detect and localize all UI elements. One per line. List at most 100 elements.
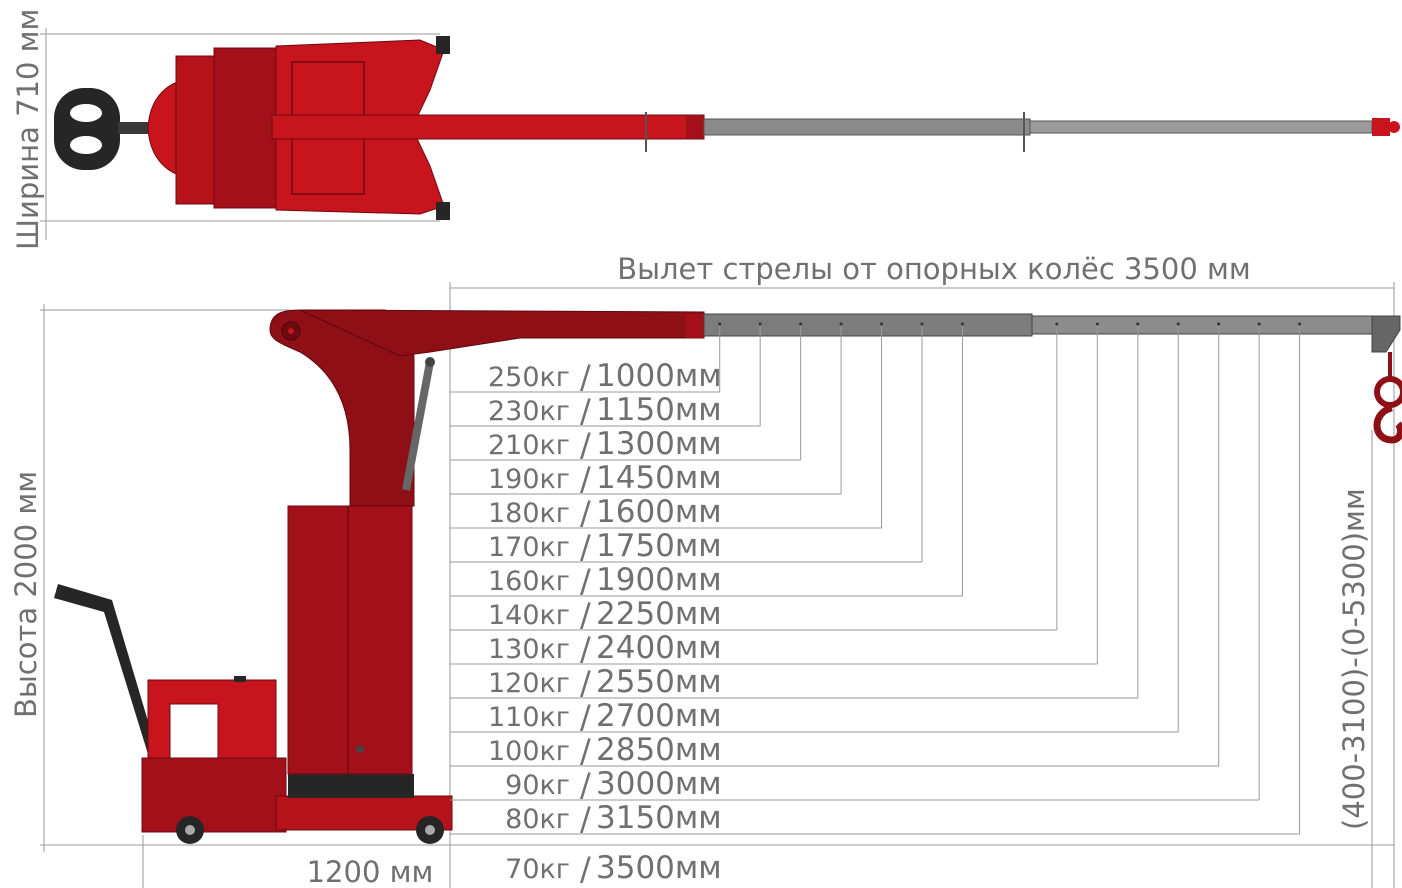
load-value: 140кг <box>488 600 570 631</box>
reach-value: 3500мм <box>596 850 722 886</box>
load-separator: / <box>580 596 591 634</box>
side-rear-wheel-hub <box>185 825 195 835</box>
side-hook <box>1373 404 1402 444</box>
load-separator: / <box>580 528 591 566</box>
boom-marker <box>799 322 803 326</box>
boom-marker <box>1217 322 1221 326</box>
reach-value: 2250мм <box>596 596 722 632</box>
side-base-lower <box>141 757 287 833</box>
top-boom-hook-ring <box>1388 121 1400 133</box>
load-value: 90кг <box>505 770 570 801</box>
base-label: 1200 мм <box>307 855 434 888</box>
boom-marker <box>1136 322 1140 326</box>
load-separator: / <box>580 664 591 702</box>
boom-marker <box>1298 322 1302 326</box>
load-separator: / <box>580 800 591 838</box>
boom-marker <box>839 322 843 326</box>
load-value: 120кг <box>488 668 570 699</box>
load-separator: / <box>580 494 591 532</box>
top-boom-grey-section-2 <box>1029 120 1373 134</box>
load-separator: / <box>580 766 591 804</box>
load-value: 170кг <box>488 532 570 563</box>
side-cylinder-top-pin <box>425 357 435 367</box>
width-label: Ширина 710 мм <box>11 9 45 250</box>
side-mast-bolt <box>356 745 364 753</box>
boom-marker <box>1257 322 1261 326</box>
reach-value: 1900мм <box>596 562 722 598</box>
load-value: 190кг <box>488 464 570 495</box>
reach-value: 3150мм <box>596 800 722 836</box>
side-mast-lower <box>287 505 413 775</box>
side-front-wheel-hub <box>425 825 435 835</box>
side-battery-box <box>288 774 414 798</box>
boom-marker <box>718 322 722 326</box>
boom-marker <box>960 322 964 326</box>
boom-marker <box>758 322 762 326</box>
load-table: 250кг/1000мм230кг/1150мм210кг/1300мм190к… <box>450 322 1302 888</box>
reach-value: 3000мм <box>596 766 722 802</box>
top-handle-hole-top <box>70 104 102 122</box>
boom-marker <box>920 322 924 326</box>
side-base-cap <box>234 676 246 682</box>
top-boom-grey-section-1 <box>703 118 1031 136</box>
load-separator: / <box>580 850 591 888</box>
top-boom-red-section <box>271 114 705 140</box>
load-separator: / <box>580 460 591 498</box>
side-boom-pivot-inner <box>288 328 294 334</box>
reach-value: 1150мм <box>596 392 722 428</box>
reach-value: 2700мм <box>596 698 722 734</box>
reach-value: 2850мм <box>596 732 722 768</box>
reach-value: 2400мм <box>596 630 722 666</box>
load-value: 250кг <box>488 362 570 393</box>
side-mast-upper <box>269 309 415 507</box>
side-boom-red-tip <box>686 314 704 338</box>
hook-range-label: (400-3100)-(0-5300)мм <box>1337 488 1371 830</box>
top-boom-red-tip <box>686 116 704 138</box>
load-value: 180кг <box>488 498 570 529</box>
reach-value: 1300мм <box>596 426 722 462</box>
top-handle-hole-bottom <box>70 136 102 154</box>
load-separator: / <box>580 698 591 736</box>
load-value: 210кг <box>488 430 570 461</box>
side-base-window <box>169 703 219 759</box>
top-outrigger-pad-top <box>436 36 450 54</box>
load-value: 80кг <box>505 804 570 835</box>
side-tow-handle <box>54 584 156 754</box>
height-label: Высота 2000 мм <box>9 471 43 718</box>
reach-value: 2550мм <box>596 664 722 700</box>
side-boom-grey-section-1 <box>703 313 1033 337</box>
reach-label: Вылет стрелы от опорных колёс 3500 мм <box>617 252 1251 286</box>
load-value: 100кг <box>488 736 570 767</box>
load-value: 160кг <box>488 566 570 597</box>
boom-marker <box>1176 322 1180 326</box>
load-value: 70кг <box>505 854 570 885</box>
reach-value: 1750мм <box>596 528 722 564</box>
load-value: 110кг <box>488 702 570 733</box>
boom-marker <box>880 322 884 326</box>
side-boom-red-section <box>299 309 705 357</box>
reach-value: 1600мм <box>596 494 722 530</box>
reach-value: 1000мм <box>596 358 722 394</box>
boom-marker <box>1055 322 1059 326</box>
load-separator: / <box>580 562 591 600</box>
load-separator: / <box>580 630 591 668</box>
load-separator: / <box>580 426 591 464</box>
top-handle-shaft <box>118 122 156 134</box>
side-hook-upper <box>1374 376 1402 408</box>
load-separator: / <box>580 732 591 770</box>
side-boom-grey-section-2 <box>1031 315 1373 335</box>
top-outrigger-pad-bottom <box>436 202 450 220</box>
top-handle-grip <box>54 88 120 170</box>
load-value: 130кг <box>488 634 570 665</box>
top-base-plate <box>213 47 277 209</box>
side-view: 250кг/1000мм230кг/1150мм210кг/1300мм190к… <box>9 252 1402 888</box>
top-boom-hook-end <box>1372 118 1390 136</box>
top-view: Ширина 710 мм <box>11 9 1400 250</box>
load-separator: / <box>580 358 591 396</box>
side-boom-head <box>1371 315 1401 353</box>
boom-marker <box>1095 322 1099 326</box>
load-separator: / <box>580 392 591 430</box>
side-hydraulic-cylinder <box>402 361 434 491</box>
reach-value: 1450мм <box>596 460 722 496</box>
